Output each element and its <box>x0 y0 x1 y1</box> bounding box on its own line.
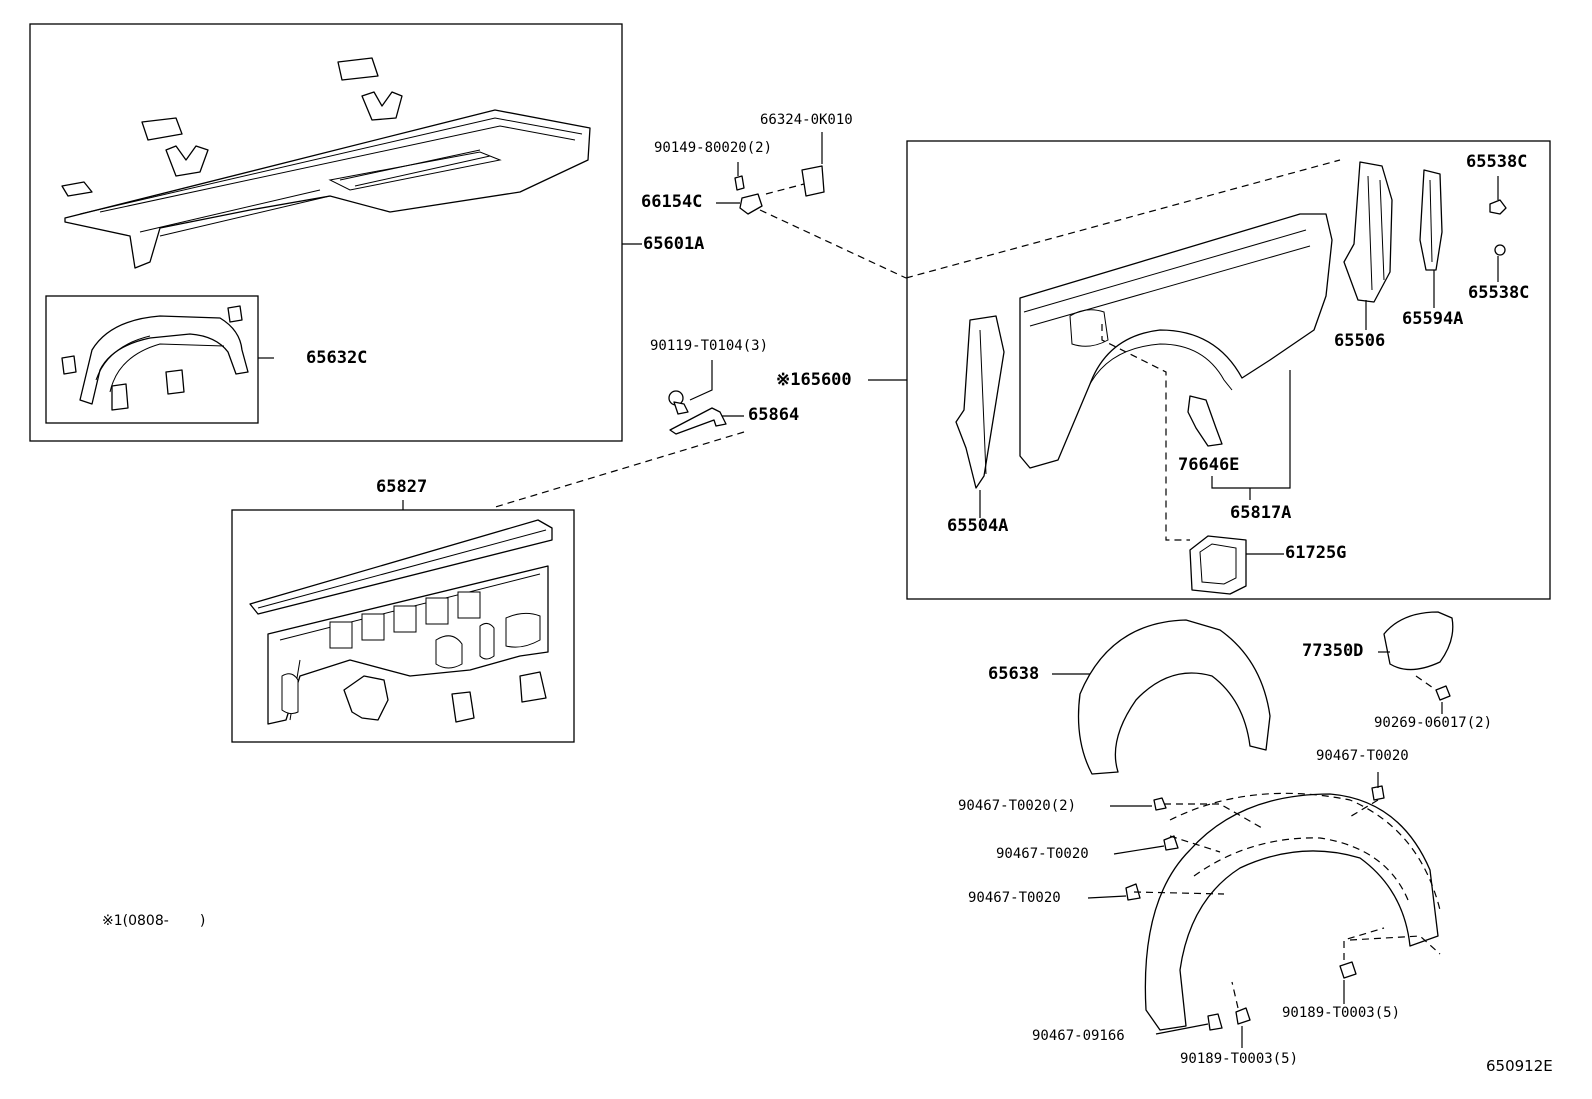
callout-90189-T0003-right: 90189-T0003(5) <box>1282 1005 1401 1021</box>
callout-90467-T0020-right: 90467-T0020 <box>1316 748 1409 764</box>
callout-90467-09166: 90467-09166 <box>1032 1028 1125 1044</box>
wheelhouse-inner-drawing <box>61 305 249 411</box>
callout-90149-80020: 90149-80020(2) <box>654 140 773 156</box>
mudguard-upper-drawing <box>1077 619 1271 775</box>
callout-90467-T0020-2: 90467-T0020(2) <box>958 798 1077 814</box>
frame-65601A <box>29 23 623 442</box>
callout-65638: 65638 <box>988 664 1040 684</box>
callout-66154C: 66154C <box>641 192 703 212</box>
callout-65504A: 65504A <box>947 516 1009 536</box>
callout-90269-06017: 90269-06017(2) <box>1374 715 1493 731</box>
callout-65538C-bottom: 65538C <box>1468 283 1530 303</box>
callout-65601A: 65601A <box>643 234 705 254</box>
callout-65817A: 65817A <box>1230 503 1292 523</box>
callout-77350D: 77350D <box>1302 641 1364 661</box>
figure-code: 650912E <box>1486 1057 1553 1075</box>
fuel-lid-drawing <box>1383 611 1454 671</box>
callout-65827: 65827 <box>376 477 428 497</box>
footnote: ※1(0808- ) <box>102 913 206 929</box>
callout-65600: ※165600 <box>776 370 852 390</box>
callout-65506: 65506 <box>1334 331 1386 351</box>
callout-90119-T0104: 90119-T0104(3) <box>650 338 769 354</box>
callout-65594A: 65594A <box>1402 309 1464 329</box>
front-panel-drawing <box>249 519 553 725</box>
frame-65600 <box>906 140 1551 600</box>
assembly-dashed-lines <box>491 159 1437 1009</box>
callout-90467-T0020-mid1: 90467-T0020 <box>996 846 1089 862</box>
callout-65538C-top: 65538C <box>1466 152 1528 172</box>
callout-61725G: 61725G <box>1285 543 1347 563</box>
callout-65632C: 65632C <box>306 348 368 368</box>
callout-65864: 65864 <box>748 405 800 425</box>
inner-liner-drawing <box>1144 792 1441 1031</box>
callout-76646E: 76646E <box>1178 455 1240 475</box>
side-panel-drawing <box>955 161 1507 595</box>
frame-65632C <box>45 295 259 424</box>
bed-floor-drawing <box>61 57 591 269</box>
leader-lines <box>258 132 1499 1048</box>
fasteners <box>668 165 1451 1031</box>
callout-90467-T0020-mid2: 90467-T0020 <box>968 890 1061 906</box>
callout-66324-0K010: 66324-0K010 <box>760 112 853 128</box>
callout-90189-T0003-bottom: 90189-T0003(5) <box>1180 1051 1299 1067</box>
